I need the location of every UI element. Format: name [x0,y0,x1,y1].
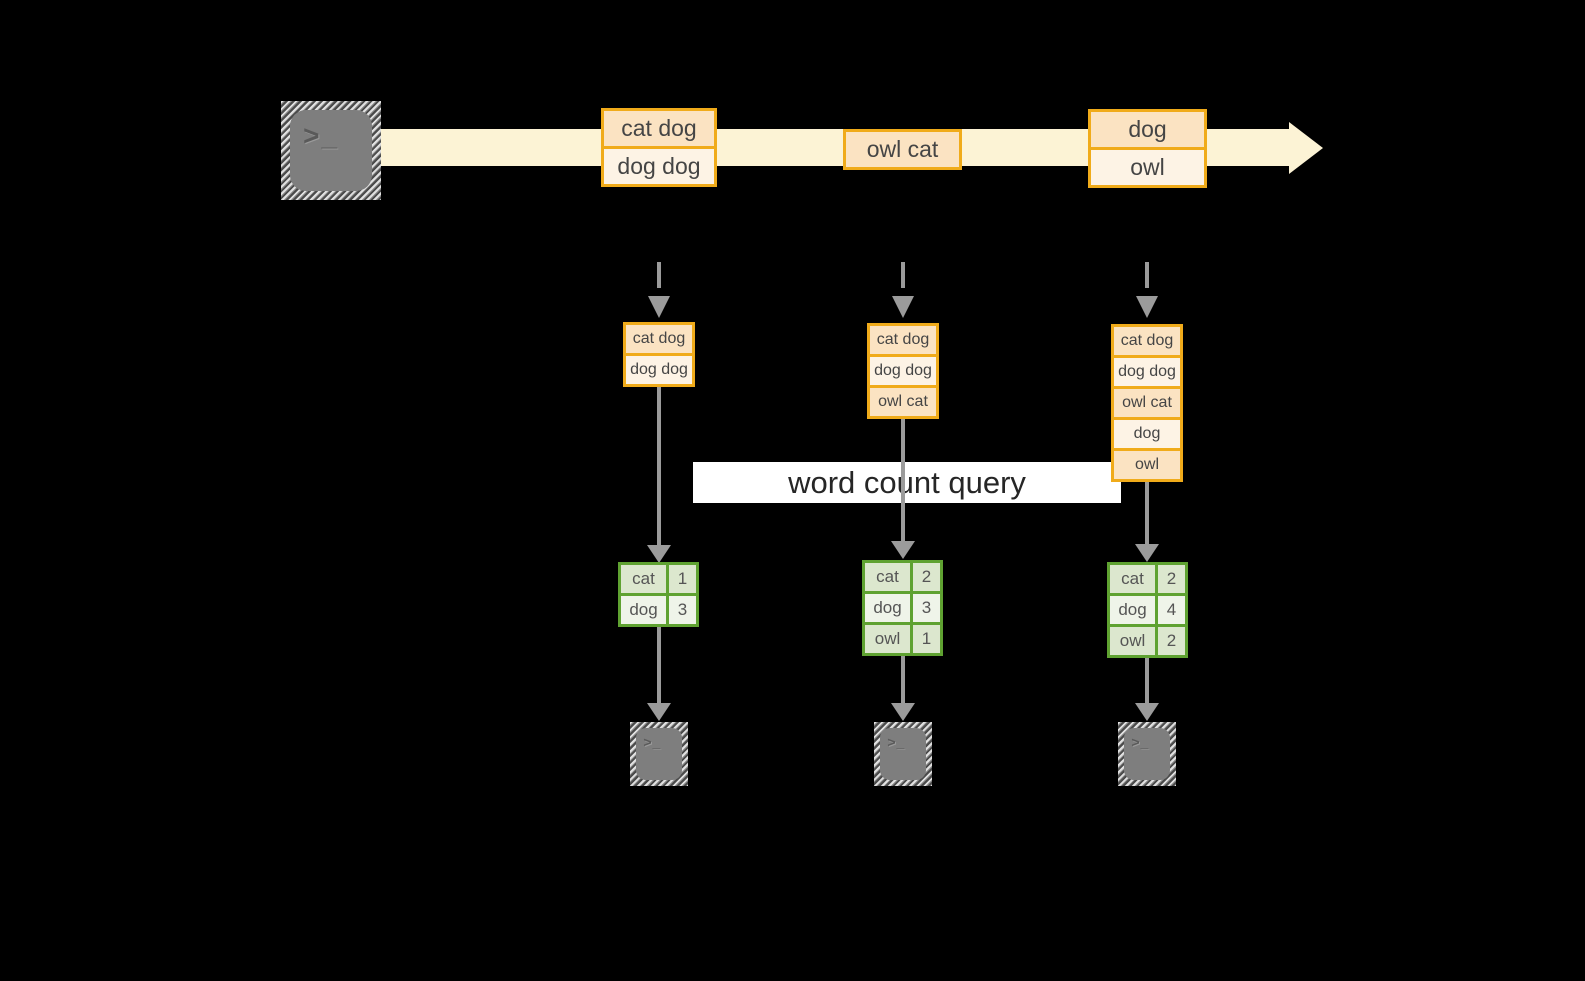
state-line: owl cat [1114,389,1180,417]
state-line: dog dog [1114,358,1180,386]
count-table-1: cat 1 dog 3 [618,562,699,627]
count-word: owl [1110,627,1155,655]
query-label-box: word count query [693,462,1121,503]
stream-event-batch-1: cat dog dog dog [601,108,717,187]
terminal-screen: >_ [880,728,926,780]
accumulated-input-1: cat dog dog dog [623,322,695,387]
state-line: dog [1114,420,1180,448]
event-line: owl cat [846,132,959,167]
terminal-prompt-glyph: >_ [1131,734,1150,751]
stream-event-batch-2: owl cat [843,129,962,170]
event-line: owl [1091,150,1204,185]
terminal-screen: >_ [1124,728,1170,780]
count-value: 1 [913,625,940,653]
count-value: 3 [913,594,940,622]
count-table-3: cat 2 dog 4 owl 2 [1107,562,1188,658]
sink-terminal-icon: >_ [630,722,688,786]
terminal-prompt-glyph: >_ [887,734,906,751]
state-line: cat dog [870,326,936,354]
event-line: dog [1091,112,1204,147]
state-line: dog dog [626,356,692,384]
count-word: owl [865,625,910,653]
accumulated-input-2: cat dog dog dog owl cat [867,323,939,419]
state-line: cat dog [626,325,692,353]
terminal-prompt-glyph: >_ [303,119,340,151]
sink-terminal-icon: >_ [874,722,932,786]
state-line: dog dog [870,357,936,385]
stream-event-batch-3: dog owl [1088,109,1207,188]
count-table-2: cat 2 dog 3 owl 1 [862,560,943,656]
event-line: dog dog [604,149,714,184]
count-word: dog [1110,596,1155,624]
count-value: 2 [1158,627,1185,655]
state-line: owl [1114,451,1180,479]
query-label: word count query [788,464,1026,500]
count-word: cat [621,565,666,593]
source-terminal-icon: >_ [281,101,381,200]
count-word: cat [1110,565,1155,593]
terminal-prompt-glyph: >_ [643,734,662,751]
count-value: 4 [1158,596,1185,624]
count-value: 3 [669,596,696,624]
state-line: owl cat [870,388,936,416]
count-word: dog [865,594,910,622]
terminal-screen: >_ [636,728,682,780]
count-word: cat [865,563,910,591]
sink-terminal-icon: >_ [1118,722,1176,786]
accumulated-input-3: cat dog dog dog owl cat dog owl [1111,324,1183,482]
count-word: dog [621,596,666,624]
count-value: 2 [913,563,940,591]
state-line: cat dog [1114,327,1180,355]
stream-timeline-arrowhead-icon [1289,122,1323,174]
terminal-screen: >_ [290,110,372,191]
count-value: 2 [1158,565,1185,593]
event-line: cat dog [604,111,714,146]
count-value: 1 [669,565,696,593]
